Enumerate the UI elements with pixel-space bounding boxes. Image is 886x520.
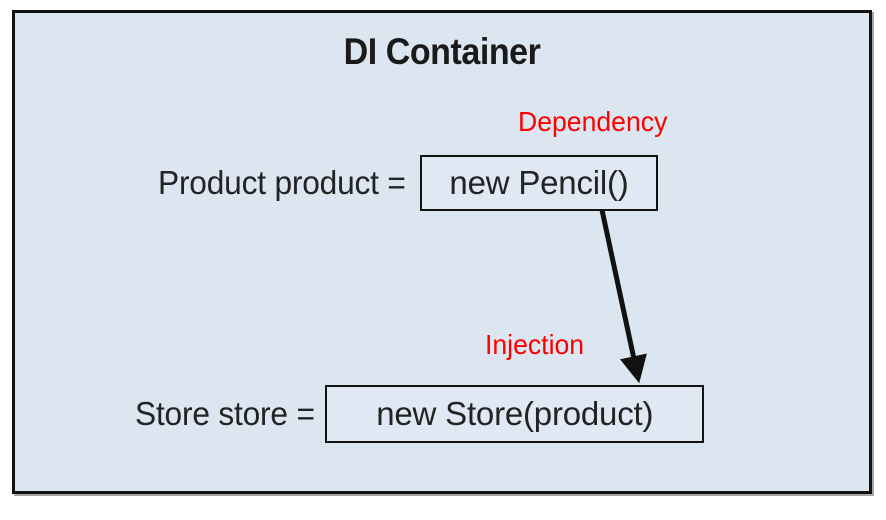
dependency-code-box[interactable]: new Pencil(): [420, 155, 659, 211]
dependency-label: Dependency: [518, 106, 668, 137]
statement-row-store: Store store = new Store(product): [135, 385, 705, 443]
statement-row-product: Product product = new Pencil(): [158, 155, 659, 211]
product-declaration-text: Product product =: [158, 164, 406, 201]
di-container-title: DI Container: [343, 31, 541, 72]
injection-label: Injection: [485, 329, 585, 360]
injection-code-box[interactable]: new Store(product): [325, 385, 705, 443]
store-declaration-text: Store store =: [135, 395, 315, 432]
